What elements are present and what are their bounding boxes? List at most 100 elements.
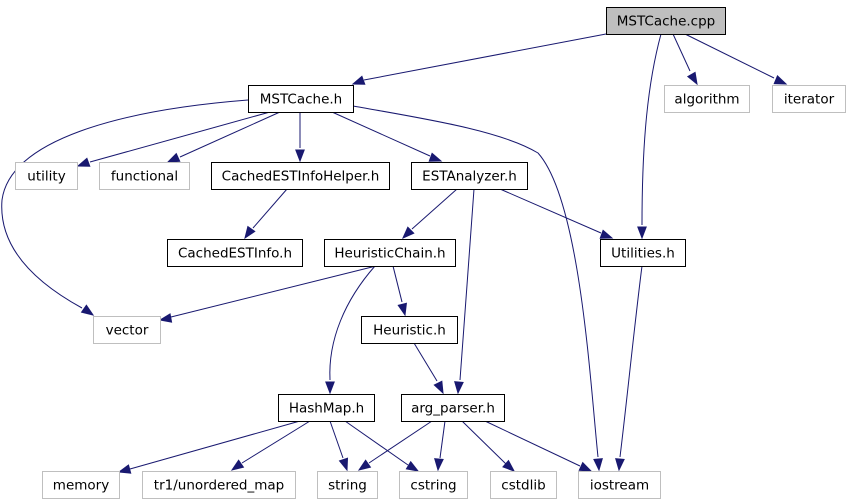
node-label: HashMap.h: [289, 401, 364, 417]
edge-hashmap-h-to-cstring: [344, 420, 420, 472]
node-iterator: iterator: [772, 85, 846, 113]
edge-arrowhead: [454, 381, 464, 395]
edge-arrowhead: [599, 229, 614, 239]
edge-estanalyzer-h-to-utilities-h: [499, 188, 614, 239]
edges-layer: [1, 33, 788, 474]
node-box: [600, 239, 686, 267]
edge-mstcache-h-to-utility: [76, 111, 271, 167]
node-label: cstring: [410, 478, 456, 494]
node-box: [93, 316, 161, 344]
node-functional: functional: [99, 162, 190, 190]
edge-line: [461, 420, 507, 465]
node-label: string: [328, 478, 367, 494]
node-mstcache-cpp[interactable]: MSTCache.cpp: [606, 7, 726, 35]
edge-line: [1, 99, 249, 309]
edge-mstcache-h-to-functional: [166, 111, 281, 163]
edge-line: [619, 265, 643, 458]
node-algorithm: algorithm: [664, 85, 750, 113]
edge-line: [459, 188, 475, 381]
edge-heuristic-h-to-arg-parser-h: [413, 342, 444, 395]
edge-arrowhead: [637, 226, 647, 240]
edge-mstcache-h-to-estanalyzer-h: [331, 111, 443, 162]
edge-line: [241, 420, 311, 464]
edge-arrowhead: [158, 313, 173, 323]
node-cachedestinfohelper-h[interactable]: CachedESTInfoHelper.h: [211, 162, 390, 190]
edge-line: [129, 420, 301, 470]
node-box: [167, 239, 303, 267]
node-heuristic-h[interactable]: Heuristic.h: [361, 316, 458, 344]
edge-arg-parser-h-to-iostream: [484, 420, 593, 472]
node-label: iterator: [784, 92, 835, 108]
edge-arrowhead: [405, 460, 420, 472]
edge-mstcache-cpp-to-mstcache-h: [351, 33, 607, 85]
edge-estanalyzer-h-to-arg-parser-h: [454, 188, 475, 395]
edge-estanalyzer-h-to-heuristicchain-h: [402, 188, 458, 239]
edge-arrowhead: [773, 75, 788, 85]
node-cstdlib: cstdlib: [490, 471, 557, 499]
node-label: HeuristicChain.h: [334, 246, 445, 262]
node-box: [278, 394, 375, 422]
edge-line: [331, 111, 431, 157]
edge-line: [672, 33, 691, 72]
edge-line: [329, 420, 344, 459]
edge-line: [684, 33, 775, 79]
node-estanalyzer-h[interactable]: ESTAnalyzer.h: [411, 162, 528, 190]
edge-line: [439, 420, 446, 459]
edge-arrowhead: [433, 380, 444, 395]
edge-arg-parser-h-to-cstring: [434, 420, 446, 472]
node-box: [401, 394, 505, 422]
node-label: iostream: [590, 478, 649, 494]
edge-mstcache-cpp-to-iterator: [684, 33, 788, 85]
node-box: [324, 239, 456, 267]
node-label: memory: [53, 478, 109, 494]
node-box: [606, 7, 726, 35]
edge-line: [252, 188, 288, 229]
edge-mstcache-h-to-vector: [1, 99, 249, 316]
node-box: [578, 471, 661, 499]
node-box: [664, 85, 750, 113]
edge-hashmap-h-to-memory: [117, 420, 301, 474]
edge-line: [89, 111, 271, 163]
edge-arrowhead: [166, 152, 181, 163]
node-mstcache-h[interactable]: MSTCache.h: [248, 85, 354, 113]
edge-arrowhead: [351, 75, 366, 85]
node-label: tr1/unordered_map: [154, 478, 284, 494]
node-utilities-h[interactable]: Utilities.h: [600, 239, 686, 267]
node-cachedestinfo-h[interactable]: CachedESTInfo.h: [167, 239, 303, 267]
node-label: utility: [27, 169, 65, 185]
node-box: [99, 162, 190, 190]
edge-hashmap-h-to-string: [329, 420, 349, 472]
edge-line: [641, 33, 662, 226]
node-box: [15, 162, 78, 190]
edge-heuristicchain-h-to-vector: [158, 265, 377, 323]
node-label: MSTCache.h: [260, 92, 343, 108]
node-box: [317, 471, 378, 499]
node-memory: memory: [42, 471, 120, 499]
edge-arrowhead: [402, 226, 415, 239]
edge-arrowhead: [338, 457, 349, 472]
node-string: string: [317, 471, 378, 499]
node-heuristicchain-h[interactable]: HeuristicChain.h: [324, 239, 456, 267]
node-label: Utilities.h: [611, 246, 675, 262]
edge-arrowhead: [325, 381, 335, 395]
node-box: [772, 85, 846, 113]
edge-arrowhead: [357, 459, 372, 471]
node-hashmap-h[interactable]: HashMap.h: [278, 394, 375, 422]
edge-arg-parser-h-to-cstdlib: [461, 420, 516, 472]
edge-line: [352, 105, 599, 458]
node-arg-parser-h[interactable]: arg_parser.h: [401, 394, 505, 422]
node-box: [248, 85, 354, 113]
edge-mstcache-cpp-to-utilities-h: [637, 33, 662, 240]
edge-utilities-h-to-iostream: [615, 265, 643, 472]
edge-heuristicchain-h-to-heuristic-h: [392, 265, 407, 317]
edge-cachedestinfohelper-h-to-cachedestinfo-h: [244, 188, 288, 240]
node-utility: utility: [15, 162, 78, 190]
edge-line: [484, 420, 581, 467]
node-label: ESTAnalyzer.h: [422, 169, 517, 185]
node-label: cstdlib: [501, 478, 545, 494]
edge-mstcache-h-to-cachedestinfohelper-h: [295, 112, 305, 163]
edge-arrowhead: [295, 149, 305, 163]
node-vector: vector: [93, 316, 161, 344]
edge-line: [363, 33, 607, 81]
